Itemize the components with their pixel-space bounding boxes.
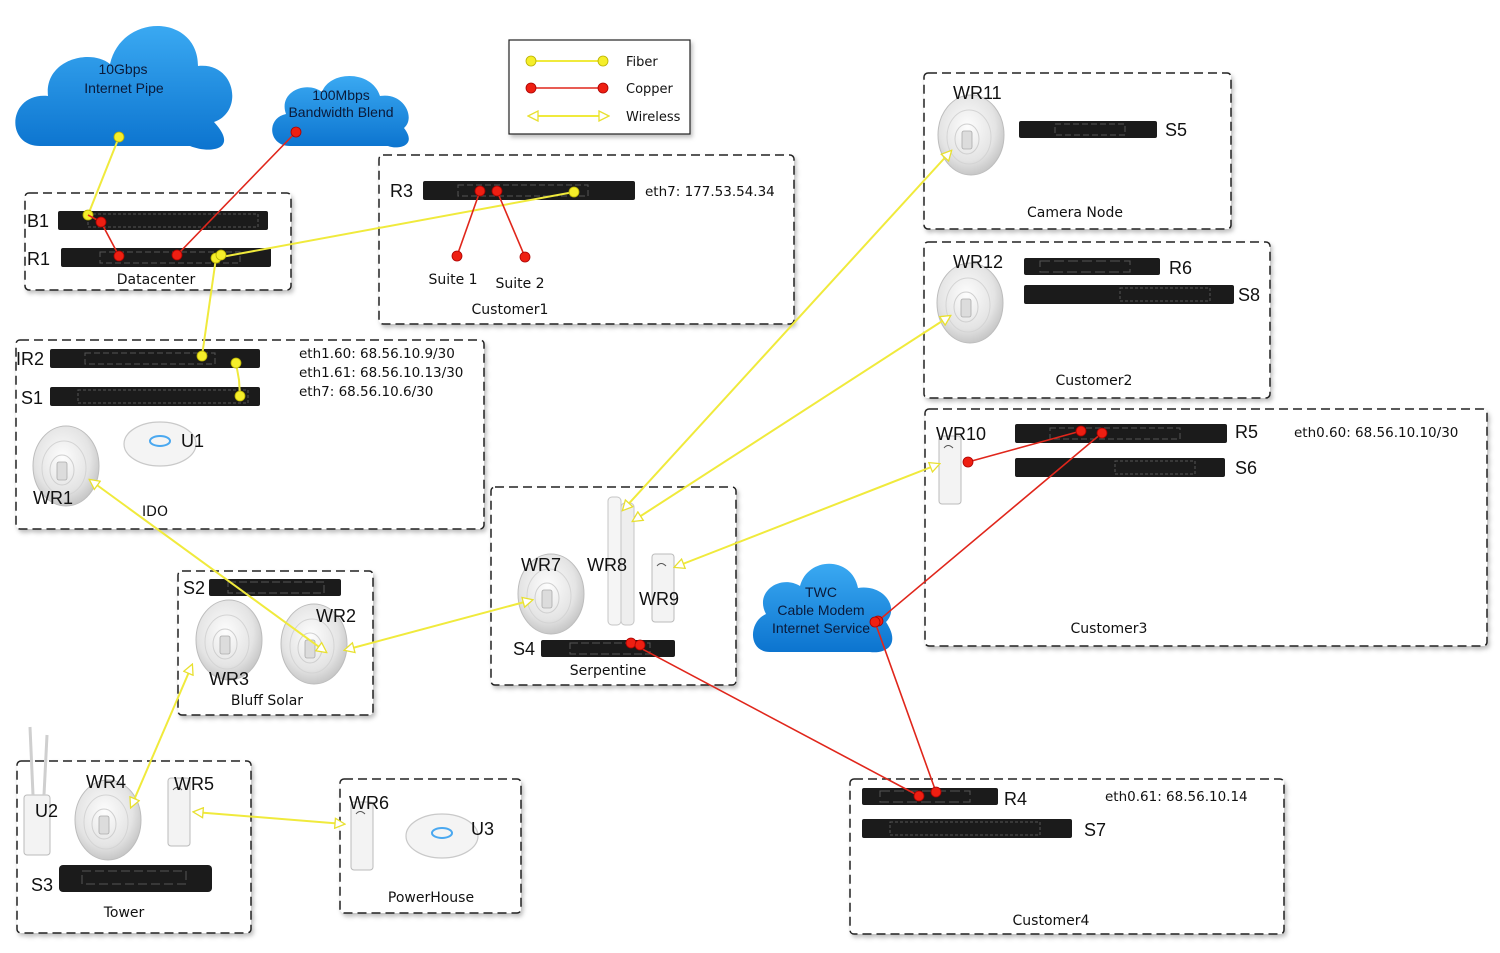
device-wr12-dish	[936, 262, 1004, 344]
site-customer3-name: Customer3	[1071, 621, 1148, 637]
label-wr3: WR3	[209, 669, 249, 689]
device-wr11-dish	[937, 94, 1005, 176]
device-r5-router	[1015, 424, 1227, 443]
label-wr4: WR4	[86, 772, 126, 792]
device-s4-switch	[541, 640, 675, 657]
device-r6-router	[1024, 258, 1160, 275]
cloud-bandwidth-line2: Bandwidth Blend	[288, 104, 393, 120]
device-wr8-sector	[607, 496, 635, 626]
device-s3-switch	[59, 865, 212, 892]
cloud-internet-line2: Internet Pipe	[84, 80, 164, 96]
device-s6-switch	[1015, 458, 1225, 477]
label-s5: S5	[1165, 120, 1187, 140]
ido-eth-c: eth7: 68.56.10.6/30	[299, 384, 433, 400]
cloud-internet-pipe: 10Gbps Internet Pipe	[15, 25, 233, 150]
cloud-twc-line1: TWC	[805, 584, 837, 600]
device-wr10-panel	[938, 435, 962, 505]
site-customer2-name: Customer2	[1056, 373, 1133, 389]
label-s1: S1	[21, 388, 43, 408]
device-s8-switch	[1024, 285, 1234, 304]
site-ido-name: IDO	[142, 504, 168, 520]
label-suite1: Suite 1	[428, 272, 477, 288]
label-wr8: WR8	[587, 555, 627, 575]
site-camera-node-box	[923, 72, 1232, 230]
label-r5: R5	[1235, 422, 1258, 442]
site-camera-node-name: Camera Node	[1027, 205, 1123, 221]
device-s5-switch	[1019, 121, 1157, 138]
device-ir2-router	[50, 349, 260, 368]
cloud-bandwidth-blend: 100Mbps Bandwidth Blend	[272, 75, 409, 148]
legend-copper: Copper	[626, 82, 674, 97]
site-customer4-box	[849, 778, 1285, 935]
label-wr5: WR5	[174, 774, 214, 794]
wireless-links	[90, 151, 951, 824]
site-customer1-name: Customer1	[472, 302, 549, 318]
cloud-bandwidth-line1: 100Mbps	[312, 87, 370, 103]
label-wr7: WR7	[521, 555, 561, 575]
label-wr10: WR10	[936, 424, 986, 444]
label-s6: S6	[1235, 458, 1257, 478]
copper-dots	[95, 126, 1108, 802]
label-suite2: Suite 2	[495, 276, 544, 292]
cloud-twc-line3: Internet Service	[772, 620, 870, 636]
ido-eth-b: eth1.61: 68.56.10.13/30	[299, 365, 463, 381]
device-s7-switch	[862, 819, 1072, 838]
customer4-eth: eth0.61: 68.56.10.14	[1105, 789, 1248, 805]
site-customer4-name: Customer4	[1013, 913, 1090, 929]
label-s7: S7	[1084, 820, 1106, 840]
device-u3-ap	[405, 813, 479, 859]
label-r1: R1	[27, 249, 50, 269]
site-powerhouse-name: PowerHouse	[388, 890, 474, 906]
ido-eth-a: eth1.60: 68.56.10.9/30	[299, 346, 455, 362]
cloud-internet-line1: 10Gbps	[98, 61, 147, 77]
label-u1: U1	[181, 431, 204, 451]
label-u3: U3	[471, 819, 494, 839]
cloud-twc-line2: Cable Modem	[777, 602, 864, 618]
site-tower-name: Tower	[103, 905, 145, 921]
label-s4: S4	[513, 639, 535, 659]
label-b1: B1	[27, 211, 49, 231]
customer3-eth: eth0.60: 68.56.10.10/30	[1294, 425, 1458, 441]
device-r4-router	[862, 788, 998, 805]
label-wr1: WR1	[33, 488, 73, 508]
device-wr3-dish	[195, 599, 263, 681]
site-customer3-box	[924, 408, 1488, 647]
label-s8: S8	[1238, 285, 1260, 305]
legend: Fiber Copper Wireless	[508, 39, 691, 135]
label-r4: R4	[1004, 789, 1027, 809]
copper-links	[87, 131, 1103, 797]
label-ir2: IR2	[16, 349, 44, 369]
label-r3: R3	[390, 181, 413, 201]
device-u2-ap	[23, 726, 51, 856]
device-r1-router	[61, 248, 271, 267]
device-wr4-dish	[74, 779, 142, 861]
label-r6: R6	[1169, 258, 1192, 278]
site-datacenter-name: Datacenter	[117, 272, 196, 288]
site-serpentine-name: Serpentine	[570, 663, 647, 679]
cloud-twc: TWC Cable Modem Internet Service	[752, 563, 893, 653]
label-wr2: WR2	[316, 606, 356, 626]
site-bluff-solar-name: Bluff Solar	[231, 693, 303, 709]
device-s1-switch	[50, 387, 260, 406]
device-wr9-panel	[651, 553, 675, 623]
label-s3: S3	[31, 875, 53, 895]
legend-fiber: Fiber	[626, 55, 658, 70]
label-wr9: WR9	[639, 589, 679, 609]
label-u2: U2	[35, 801, 58, 821]
label-s2: S2	[183, 578, 205, 598]
device-r3-router	[423, 181, 635, 200]
customer1-eth7: eth7: 177.53.54.34	[645, 184, 775, 200]
label-wr12: WR12	[953, 252, 1003, 272]
label-wr11: WR11	[953, 83, 1002, 103]
fiber-links	[87, 136, 575, 397]
label-wr6: WR6	[349, 793, 389, 813]
legend-wireless: Wireless	[626, 110, 681, 125]
site-customer1-box	[378, 154, 795, 325]
